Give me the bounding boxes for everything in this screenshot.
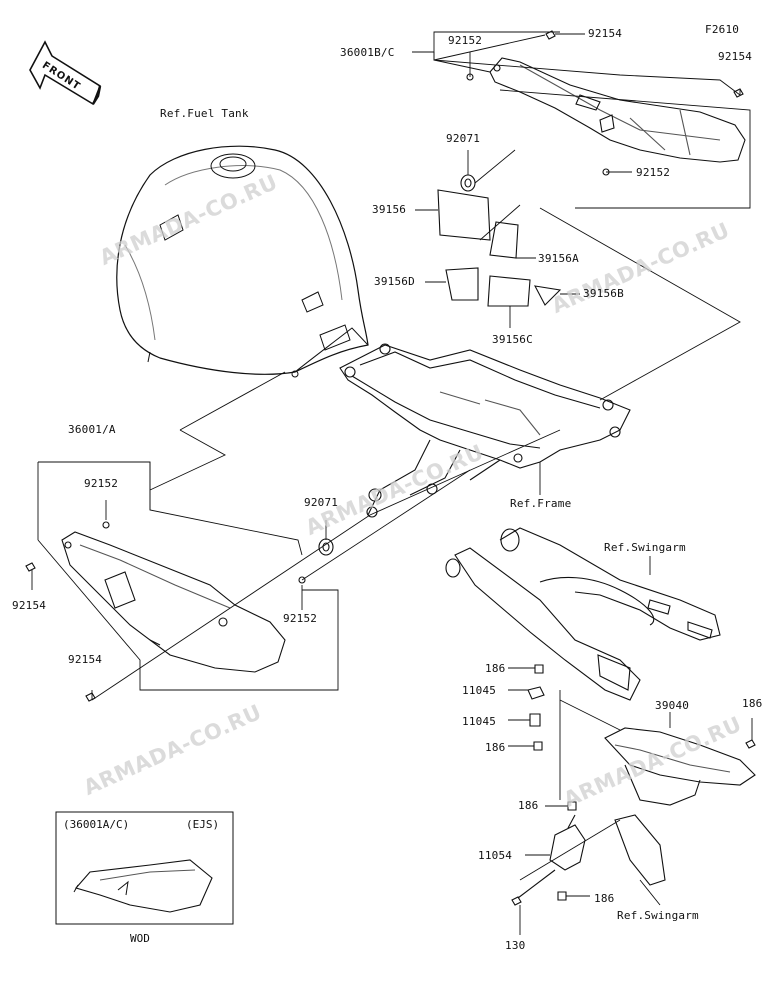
part-label-92154: 92154 xyxy=(68,653,103,666)
part-label-92071: 92071 xyxy=(304,496,339,509)
front-arrow-icon xyxy=(29,40,102,106)
part-label-36001bc: 36001B/C xyxy=(340,46,395,59)
part-label-92154: 92154 xyxy=(588,27,623,40)
inset-caption: WOD xyxy=(130,932,150,945)
part-label-186: 186 xyxy=(594,892,615,905)
ref-frame-label: Ref.Frame xyxy=(510,497,572,510)
part-label-92152: 92152 xyxy=(448,34,483,47)
ref-swingarm-label-top: Ref.Swingarm xyxy=(604,541,686,554)
part-label-39156: 39156 xyxy=(372,203,407,216)
part-label-36001a: 36001/A xyxy=(68,423,116,436)
part-label-92152: 92152 xyxy=(283,612,318,625)
part-label-186: 186 xyxy=(742,697,763,710)
part-label-186: 186 xyxy=(485,741,506,754)
part-label-11054: 11054 xyxy=(478,849,513,862)
part-label-92071: 92071 xyxy=(446,132,481,145)
part-label-92154: 92154 xyxy=(718,50,753,63)
chain-cover-shape xyxy=(604,727,756,806)
left-side-cover-shape xyxy=(61,531,286,673)
part-label-11045: 11045 xyxy=(462,684,497,697)
figure-code: F2610 xyxy=(705,23,740,36)
part-label-39040: 39040 xyxy=(655,699,690,712)
part-label-92152: 92152 xyxy=(84,477,119,490)
inset-model-label: (36001A/C) xyxy=(63,818,130,831)
inset-region-label: (EJS) xyxy=(186,818,220,831)
right-side-cover-shape xyxy=(489,57,746,163)
part-label-130: 130 xyxy=(505,939,526,952)
inset-box xyxy=(55,811,234,925)
part-label-39156c: 39156C xyxy=(492,333,533,346)
part-label-92154: 92154 xyxy=(12,599,47,612)
part-label-39156d: 39156D xyxy=(374,275,415,288)
ref-fuel-tank-label: Ref.Fuel Tank xyxy=(160,107,249,120)
frame-shape xyxy=(339,343,631,518)
part-label-186: 186 xyxy=(485,662,506,675)
part-label-11045: 11045 xyxy=(462,715,497,728)
part-label-39156a: 39156A xyxy=(538,252,579,265)
leader-lines xyxy=(31,31,753,935)
fuel-tank-shape xyxy=(116,145,369,378)
part-label-186: 186 xyxy=(518,799,539,812)
part-label-92152: 92152 xyxy=(636,166,671,179)
bracket-shape xyxy=(549,814,666,886)
stickers-shape xyxy=(437,189,562,307)
ref-swingarm-label-bottom: Ref.Swingarm xyxy=(617,909,699,922)
swingarm-shape xyxy=(445,527,721,701)
part-label-39156b: 39156B xyxy=(583,287,624,300)
